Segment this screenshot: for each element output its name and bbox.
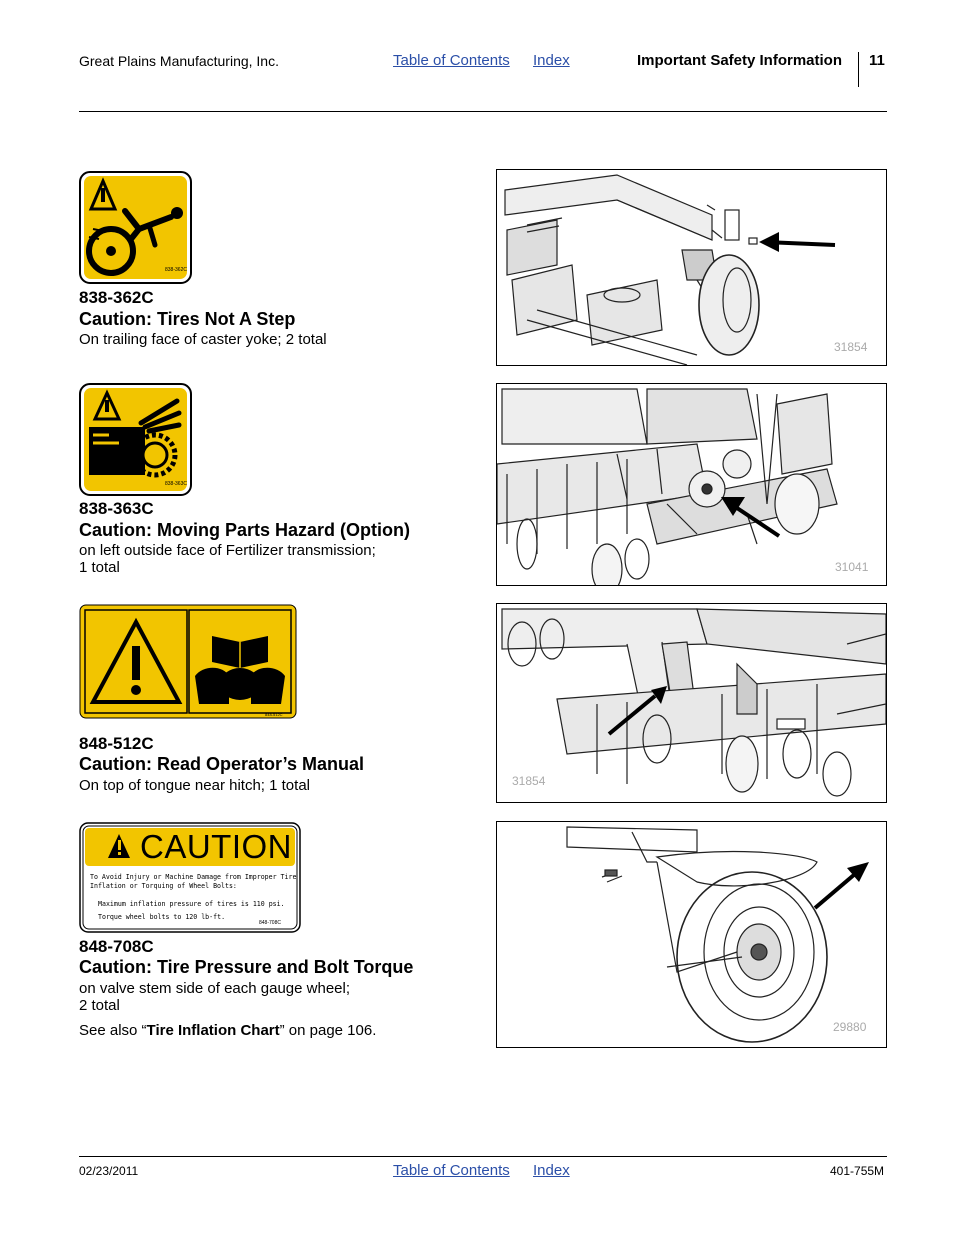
svg-text:838-362C: 838-362C: [165, 267, 187, 273]
decal-part-number: 838-363C: [79, 499, 154, 518]
decal-read-manual: 848-512C: [79, 604, 297, 719]
decal-moving-parts-hazard: 838-363C: [79, 383, 192, 496]
footer-index-link[interactable]: Index: [533, 1162, 570, 1179]
decal-location: on valve stem side of each gauge wheel;: [79, 980, 351, 997]
caution-line: To Avoid Injury or Machine Damage from I…: [90, 873, 297, 881]
page-number: 11: [869, 52, 885, 69]
decal-location-count: 2 total: [79, 997, 120, 1014]
caution-code: 848-708C: [259, 920, 281, 926]
footer-toc-link[interactable]: Table of Contents: [393, 1162, 510, 1179]
decal-tire-pressure-caution: CAUTION To Avoid Injury or Machine Damag…: [79, 822, 301, 933]
decal-part-number: 848-512C: [79, 734, 154, 753]
decal-location: On top of tongue near hitch; 1 total: [79, 777, 310, 794]
figure-fertilizer-transmission: 31041: [496, 383, 887, 586]
caution-line: Maximum inflation pressure of tires is 1…: [98, 900, 285, 908]
tire-inflation-chart-link[interactable]: Tire Inflation Chart: [146, 1022, 280, 1039]
decal-title: Caution: Tires Not A Step: [79, 309, 296, 329]
figure-number: 29880: [833, 1020, 867, 1034]
decal-title: Caution: Tire Pressure and Bolt Torque: [79, 957, 414, 977]
decal-location-count: 1 total: [79, 559, 120, 576]
decal-title: Caution: Moving Parts Hazard (Option): [79, 520, 410, 540]
figure-number: 31854: [834, 340, 868, 354]
caution-line: Torque wheel bolts to 120 lb-ft.: [98, 913, 226, 921]
caution-heading: CAUTION: [140, 828, 292, 865]
figure-caster-yoke: 31854: [496, 169, 887, 366]
see-also-suffix: ” on page 106.: [279, 1022, 377, 1039]
decal-location: on left outside face of Fertilizer trans…: [79, 542, 376, 559]
figure-gauge-wheel: 29880: [496, 821, 887, 1048]
header-rule: [79, 111, 887, 112]
figure-number: 31041: [835, 560, 869, 574]
svg-text:848-512C: 848-512C: [265, 712, 283, 717]
footer-doc-number: 401-755M: [830, 1164, 885, 1178]
figure-number: 31854: [512, 774, 546, 788]
section-title: Important Safety Information: [637, 52, 843, 69]
see-also-prefix: See also “: [79, 1022, 147, 1039]
company-name: Great Plains Manufacturing, Inc.: [79, 53, 279, 69]
svg-text:838-363C: 838-363C: [165, 481, 187, 487]
decal-location: On trailing face of caster yoke; 2 total: [79, 331, 327, 348]
decal-tires-not-a-step: 838-362C: [79, 171, 192, 284]
decal-part-number: 848-708C: [79, 937, 154, 956]
decal-part-number: 838-362C: [79, 288, 154, 307]
decal-title: Caution: Read Operator’s Manual: [79, 754, 365, 774]
footer-date: 02/23/2011: [79, 1164, 139, 1178]
caution-line: Inflation or Torquing of Wheel Bolts:: [90, 882, 237, 890]
header-divider: [858, 52, 859, 87]
footer-rule: [79, 1156, 887, 1157]
header-index-link[interactable]: Index: [533, 52, 570, 69]
figure-tongue-hitch: 31854: [496, 603, 887, 803]
see-also: See also “Tire Inflation Chart” on page …: [79, 1022, 376, 1039]
header-toc-link[interactable]: Table of Contents: [393, 52, 510, 69]
